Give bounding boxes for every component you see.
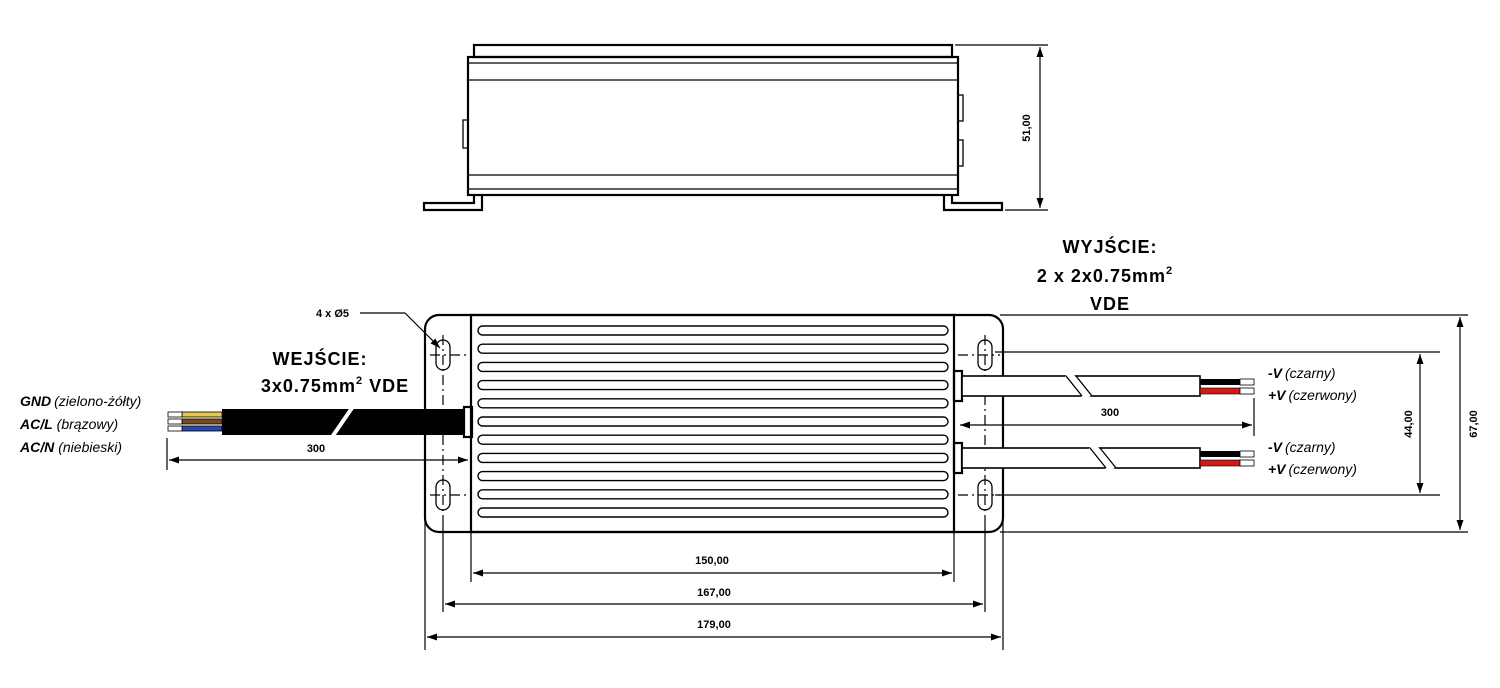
wire-ac-l — [181, 418, 223, 425]
cooling-fin — [477, 361, 949, 373]
output-wire-legend: -V(czarny) +V(czerwony) -V(czarny) +V(cz… — [1268, 365, 1357, 477]
wire-lower-plus — [1199, 459, 1241, 467]
cooling-fin — [477, 398, 949, 409]
top-view — [423, 313, 1005, 534]
output-cable-upper — [961, 371, 1255, 401]
output-cable-lower — [961, 443, 1255, 473]
input-title: WEJŚCIE: — [272, 348, 367, 369]
legend-ac-n: AC/N(niebieski) — [19, 439, 122, 455]
input-length-label: 300 — [307, 443, 325, 455]
output-gland-upper — [952, 369, 964, 403]
output-title: WYJŚCIE: — [1062, 236, 1157, 257]
height-dimension-label: 51,00 — [1021, 114, 1033, 142]
legend-gnd: GND(zielono-żółty) — [20, 393, 141, 409]
input-wire-legend: GND(zielono-żółty) AC/L(brązowy) AC/N(ni… — [19, 393, 141, 455]
legend-ac-l: AC/L(brązowy) — [19, 416, 118, 432]
output-cable-spec: 2 x 2x0.75mm2 — [1037, 265, 1173, 286]
cooling-fin — [477, 416, 949, 427]
cooling-fins — [477, 325, 949, 518]
side-view-body — [466, 55, 960, 197]
side-view-left-flange — [422, 195, 484, 212]
input-cable: 300 — [166, 403, 468, 470]
cooling-fin — [477, 343, 949, 354]
width-167-label: 167,00 — [697, 587, 731, 599]
output-cable-standard: VDE — [1090, 294, 1130, 314]
cooling-fin — [477, 470, 949, 482]
width-150-label: 150,00 — [695, 555, 729, 567]
cooling-fin — [477, 379, 949, 391]
side-view-right-tab-upper — [957, 94, 964, 122]
legend-out-3: -V(czarny) — [1268, 439, 1336, 455]
cooling-fin — [477, 325, 949, 336]
wire-gnd — [181, 411, 223, 418]
input-spec: WEJŚCIE: 3x0.75mm2 VDE — [261, 348, 409, 396]
output-length-label: 300 — [1101, 407, 1119, 419]
side-view-right-tab-lower — [957, 139, 964, 167]
side-view-top-lip — [472, 43, 954, 59]
holes-callout: 4 x Ø5 — [316, 308, 441, 349]
width-179-label: 179,00 — [697, 619, 731, 631]
width-dimensions: 150,00 167,00 179,00 — [424, 520, 1004, 650]
side-view-left-tab — [462, 119, 469, 149]
cooling-fin — [477, 489, 949, 500]
depth-dimensions: 44,00 67,00 — [995, 314, 1480, 533]
cooling-fin — [477, 507, 949, 518]
side-view: 51,00 — [422, 43, 1048, 212]
input-cable-spec: 3x0.75mm2 VDE — [261, 375, 409, 396]
wire-upper-plus — [1199, 387, 1241, 395]
output-spec: WYJŚCIE: 2 x 2x0.75mm2 VDE — [1037, 236, 1173, 314]
side-view-right-flange — [942, 195, 1004, 212]
output-gland-lower — [952, 441, 964, 475]
legend-out-1: -V(czarny) — [1268, 365, 1336, 381]
cooling-fin — [477, 434, 949, 445]
legend-out-2: +V(czerwony) — [1268, 387, 1357, 403]
cooling-fin — [477, 452, 949, 464]
wire-upper-minus — [1200, 379, 1240, 385]
wire-lower-minus — [1200, 451, 1240, 457]
depth-44-label: 44,00 — [1403, 410, 1415, 438]
wire-ac-n — [181, 425, 223, 432]
legend-out-4: +V(czerwony) — [1268, 461, 1357, 477]
holes-label: 4 x Ø5 — [316, 308, 349, 320]
depth-67-label: 67,00 — [1468, 410, 1480, 438]
